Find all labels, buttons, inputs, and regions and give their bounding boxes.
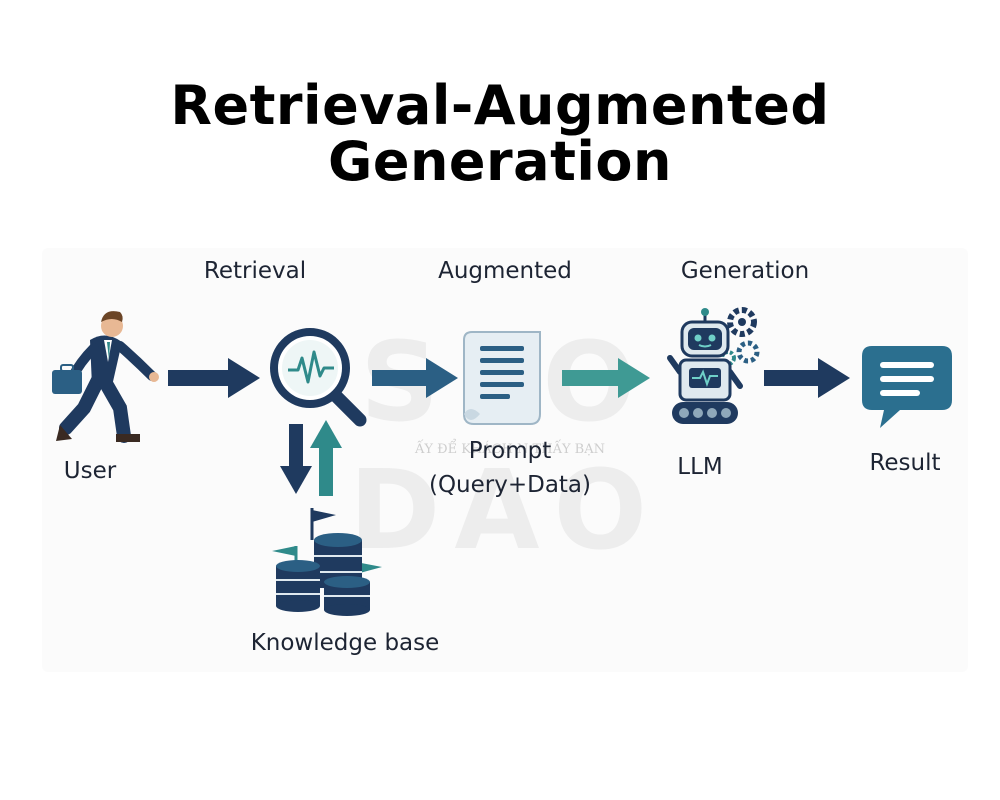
- user-label: User: [63, 458, 117, 484]
- title-line-2: Generation: [328, 130, 672, 193]
- arrow-llm-to-result: [764, 358, 850, 398]
- arrow-knowledge-to-retrieval: [310, 420, 342, 496]
- arrow-retrieval-to-knowledge: [280, 424, 312, 494]
- knowledge-base-label: Knowledge base: [250, 630, 440, 656]
- page-title: Retrieval-Augmented Generation: [0, 78, 1000, 190]
- chat-bubble-icon: [862, 346, 952, 428]
- arrow-user-to-retrieval: [168, 358, 260, 398]
- arrow-prompt-to-llm: [562, 358, 650, 398]
- businessman-walking-icon: [52, 311, 159, 443]
- diagram-panel: [42, 248, 968, 672]
- magnifier-icon: [270, 328, 367, 427]
- database-stack-icon: [272, 508, 382, 616]
- stage-retrieval-label: Retrieval: [203, 258, 307, 284]
- stage-augmented-label: Augmented: [438, 258, 572, 284]
- watermark-subtitle: ẤY ĐỂ KHÁCH N THẤY BẠN: [414, 442, 605, 457]
- prompt-sublabel: (Query+Data): [428, 472, 592, 498]
- title-line-1: Retrieval-Augmented: [170, 74, 830, 137]
- result-label: Result: [869, 450, 941, 476]
- arrow-retrieval-to-prompt: [372, 358, 458, 398]
- stage-generation-label: Generation: [680, 258, 810, 284]
- llm-label: LLM: [677, 454, 723, 480]
- robot-icon: [667, 307, 760, 424]
- prompt-label: Prompt: [468, 438, 552, 464]
- document-scroll-icon: [463, 331, 541, 425]
